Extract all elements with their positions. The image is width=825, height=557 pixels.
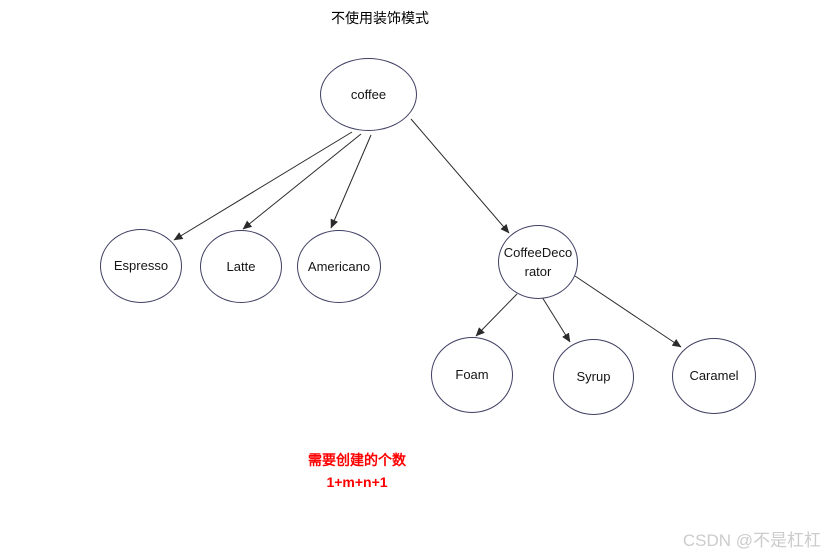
diagram-title: 不使用装饰模式 xyxy=(331,10,429,26)
node-caramel: Caramel xyxy=(672,338,756,414)
node-coffee: coffee xyxy=(320,58,417,131)
node-espresso: Espresso xyxy=(100,229,182,303)
node-espresso-label: Espresso xyxy=(113,258,169,274)
node-americano: Americano xyxy=(297,230,381,303)
node-caramel-label: Caramel xyxy=(689,368,739,384)
node-coffee-label: coffee xyxy=(350,86,387,102)
edge-coffee-to-americano xyxy=(330,134,372,229)
annotation-line1: 需要创建的个数 xyxy=(308,452,406,468)
node-foam-label: Foam xyxy=(455,367,489,383)
watermark-text: CSDN @不是杠杠 xyxy=(682,531,821,550)
edge-coffee-to-latte xyxy=(242,133,362,230)
edge-coffee-to-coffee-decorator xyxy=(410,118,510,234)
annotation-count-needed: 需要创建的个数 1+m+n+1 xyxy=(286,450,428,493)
node-foam: Foam xyxy=(431,337,513,413)
node-coffee-decorator-label-line2: rator xyxy=(524,264,552,279)
node-latte: Latte xyxy=(200,230,282,303)
edge-decorator-to-foam xyxy=(475,293,518,337)
node-coffee-decorator: CoffeeDeco rator xyxy=(498,225,578,299)
node-latte-label: Latte xyxy=(226,258,256,274)
annotation-line2: 1+m+n+1 xyxy=(326,473,388,490)
node-coffee-decorator-label-line1: CoffeeDeco xyxy=(503,244,573,260)
node-syrup-label: Syrup xyxy=(576,369,611,385)
edge-decorator-to-caramel xyxy=(574,275,682,348)
node-syrup: Syrup xyxy=(553,339,634,415)
edge-coffee-to-espresso xyxy=(173,131,353,241)
edge-decorator-to-syrup xyxy=(541,296,571,343)
node-americano-label: Americano xyxy=(307,258,371,274)
